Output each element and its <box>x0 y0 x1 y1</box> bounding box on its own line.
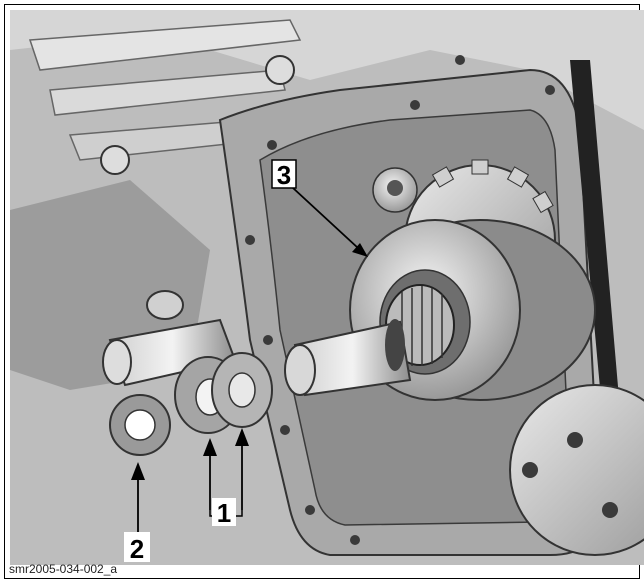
small-pinion <box>372 167 418 213</box>
starter-drum <box>349 219 596 401</box>
callout-3-label: 3 <box>277 160 291 190</box>
dowel <box>146 290 184 320</box>
callout-3: 3 <box>271 159 368 257</box>
belt <box>570 60 620 410</box>
callout-2-label: 2 <box>130 534 144 564</box>
bolt-head <box>265 55 295 85</box>
bolt-head <box>100 145 130 175</box>
callout-1-label: 1 <box>217 498 231 528</box>
left-boss <box>100 55 295 387</box>
shaft <box>284 319 412 397</box>
callout-2: 2 <box>124 462 150 564</box>
callout-1: 1 <box>203 428 249 528</box>
casting-rib <box>49 69 286 116</box>
washer-1b <box>211 352 273 428</box>
casting-rib <box>28 19 302 71</box>
lower-gear <box>509 384 644 556</box>
figure-frame: 3 1 2 <box>4 4 644 579</box>
figure-caption: smr2005-034-002_a <box>9 562 118 576</box>
engine-illustration: 3 1 2 <box>10 10 644 565</box>
washer-2 <box>109 394 171 456</box>
bolt-holes <box>245 55 555 545</box>
